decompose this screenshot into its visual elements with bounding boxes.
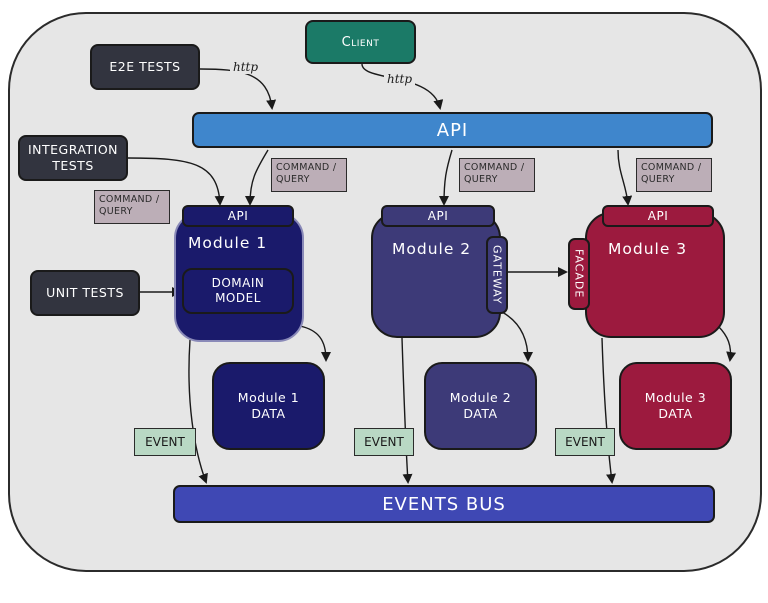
module-1-api-label: API bbox=[227, 209, 249, 223]
unit-tests-label: UNIT TESTS bbox=[46, 285, 124, 300]
arrow-integration-to-module1 bbox=[127, 157, 225, 206]
integration-tests-box: INTEGRATION TESTS bbox=[18, 135, 128, 181]
arrow-module3-to-bus bbox=[601, 337, 616, 484]
module-1-data-label: Module 1 DATA bbox=[237, 390, 300, 421]
module-3-api-label: API bbox=[647, 209, 669, 223]
arrow-e2e-to-api bbox=[199, 68, 277, 110]
arrow-api-to-module1 bbox=[245, 149, 269, 206]
arrow-client-to-api bbox=[361, 63, 444, 110]
domain-model-box: DOMAIN MODEL bbox=[182, 268, 294, 314]
module-3-data-label: Module 3 DATA bbox=[644, 390, 707, 421]
module-1-api-tab: API bbox=[182, 205, 294, 227]
command-query-label-4: COMMAND / QUERY bbox=[636, 158, 712, 192]
e2e-tests-label: E2E TESTS bbox=[109, 59, 181, 74]
arrow-api-to-module3 bbox=[617, 149, 633, 206]
facade-label: FACADE bbox=[572, 249, 586, 299]
module-2-api-label: API bbox=[427, 209, 449, 223]
module-1-data: Module 1 DATA bbox=[212, 362, 325, 450]
module-1-title: Module 1 bbox=[188, 234, 268, 252]
event-label-1: EVENT bbox=[134, 428, 196, 456]
e2e-tests-box: E2E TESTS bbox=[90, 44, 200, 90]
event-label-2: EVENT bbox=[354, 428, 414, 456]
api-bar: API bbox=[192, 112, 713, 148]
arrow-module2-to-data bbox=[501, 311, 533, 362]
module-2 bbox=[371, 212, 501, 338]
module-2-data: Module 2 DATA bbox=[424, 362, 537, 450]
arrow-api-to-module2 bbox=[439, 149, 453, 206]
module-3-title: Module 3 bbox=[608, 240, 688, 258]
http-label-client: http bbox=[384, 72, 416, 86]
arrow-module2-to-bus bbox=[401, 337, 413, 484]
facade-box: FACADE bbox=[568, 238, 590, 310]
module-2-title: Module 2 bbox=[392, 240, 472, 258]
command-query-label-2: COMMAND / QUERY bbox=[271, 158, 347, 192]
api-bar-label: API bbox=[436, 119, 469, 141]
http-label-e2e: http bbox=[230, 60, 262, 74]
unit-tests-box: UNIT TESTS bbox=[30, 270, 140, 316]
event-label-1-text: EVENT bbox=[145, 435, 185, 449]
client-label: Client bbox=[341, 34, 380, 50]
module-2-data-label: Module 2 DATA bbox=[449, 390, 512, 421]
command-query-label-1: COMMAND / QUERY bbox=[94, 190, 170, 224]
gateway-box: GATEWAY bbox=[486, 236, 508, 314]
module-2-api-tab: API bbox=[381, 205, 495, 227]
domain-model-label: DOMAIN MODEL bbox=[211, 276, 265, 305]
client-box: Client bbox=[305, 20, 416, 64]
module-3-data: Module 3 DATA bbox=[619, 362, 732, 450]
arrow-module1-to-bus bbox=[188, 339, 208, 484]
event-label-2-text: EVENT bbox=[364, 435, 404, 449]
command-query-label-3: COMMAND / QUERY bbox=[459, 158, 535, 192]
module-3-api-tab: API bbox=[602, 205, 714, 227]
module-3 bbox=[585, 212, 725, 338]
arrow-module1-to-data bbox=[299, 325, 331, 362]
gateway-label: GATEWAY bbox=[490, 245, 504, 305]
events-bus: EVENTS BUS bbox=[173, 485, 715, 523]
event-label-3-text: EVENT bbox=[565, 435, 605, 449]
arrow-module3-to-data bbox=[717, 325, 737, 362]
integration-tests-label: INTEGRATION TESTS bbox=[27, 142, 119, 173]
event-label-3: EVENT bbox=[555, 428, 615, 456]
events-bus-label: EVENTS BUS bbox=[382, 493, 506, 515]
